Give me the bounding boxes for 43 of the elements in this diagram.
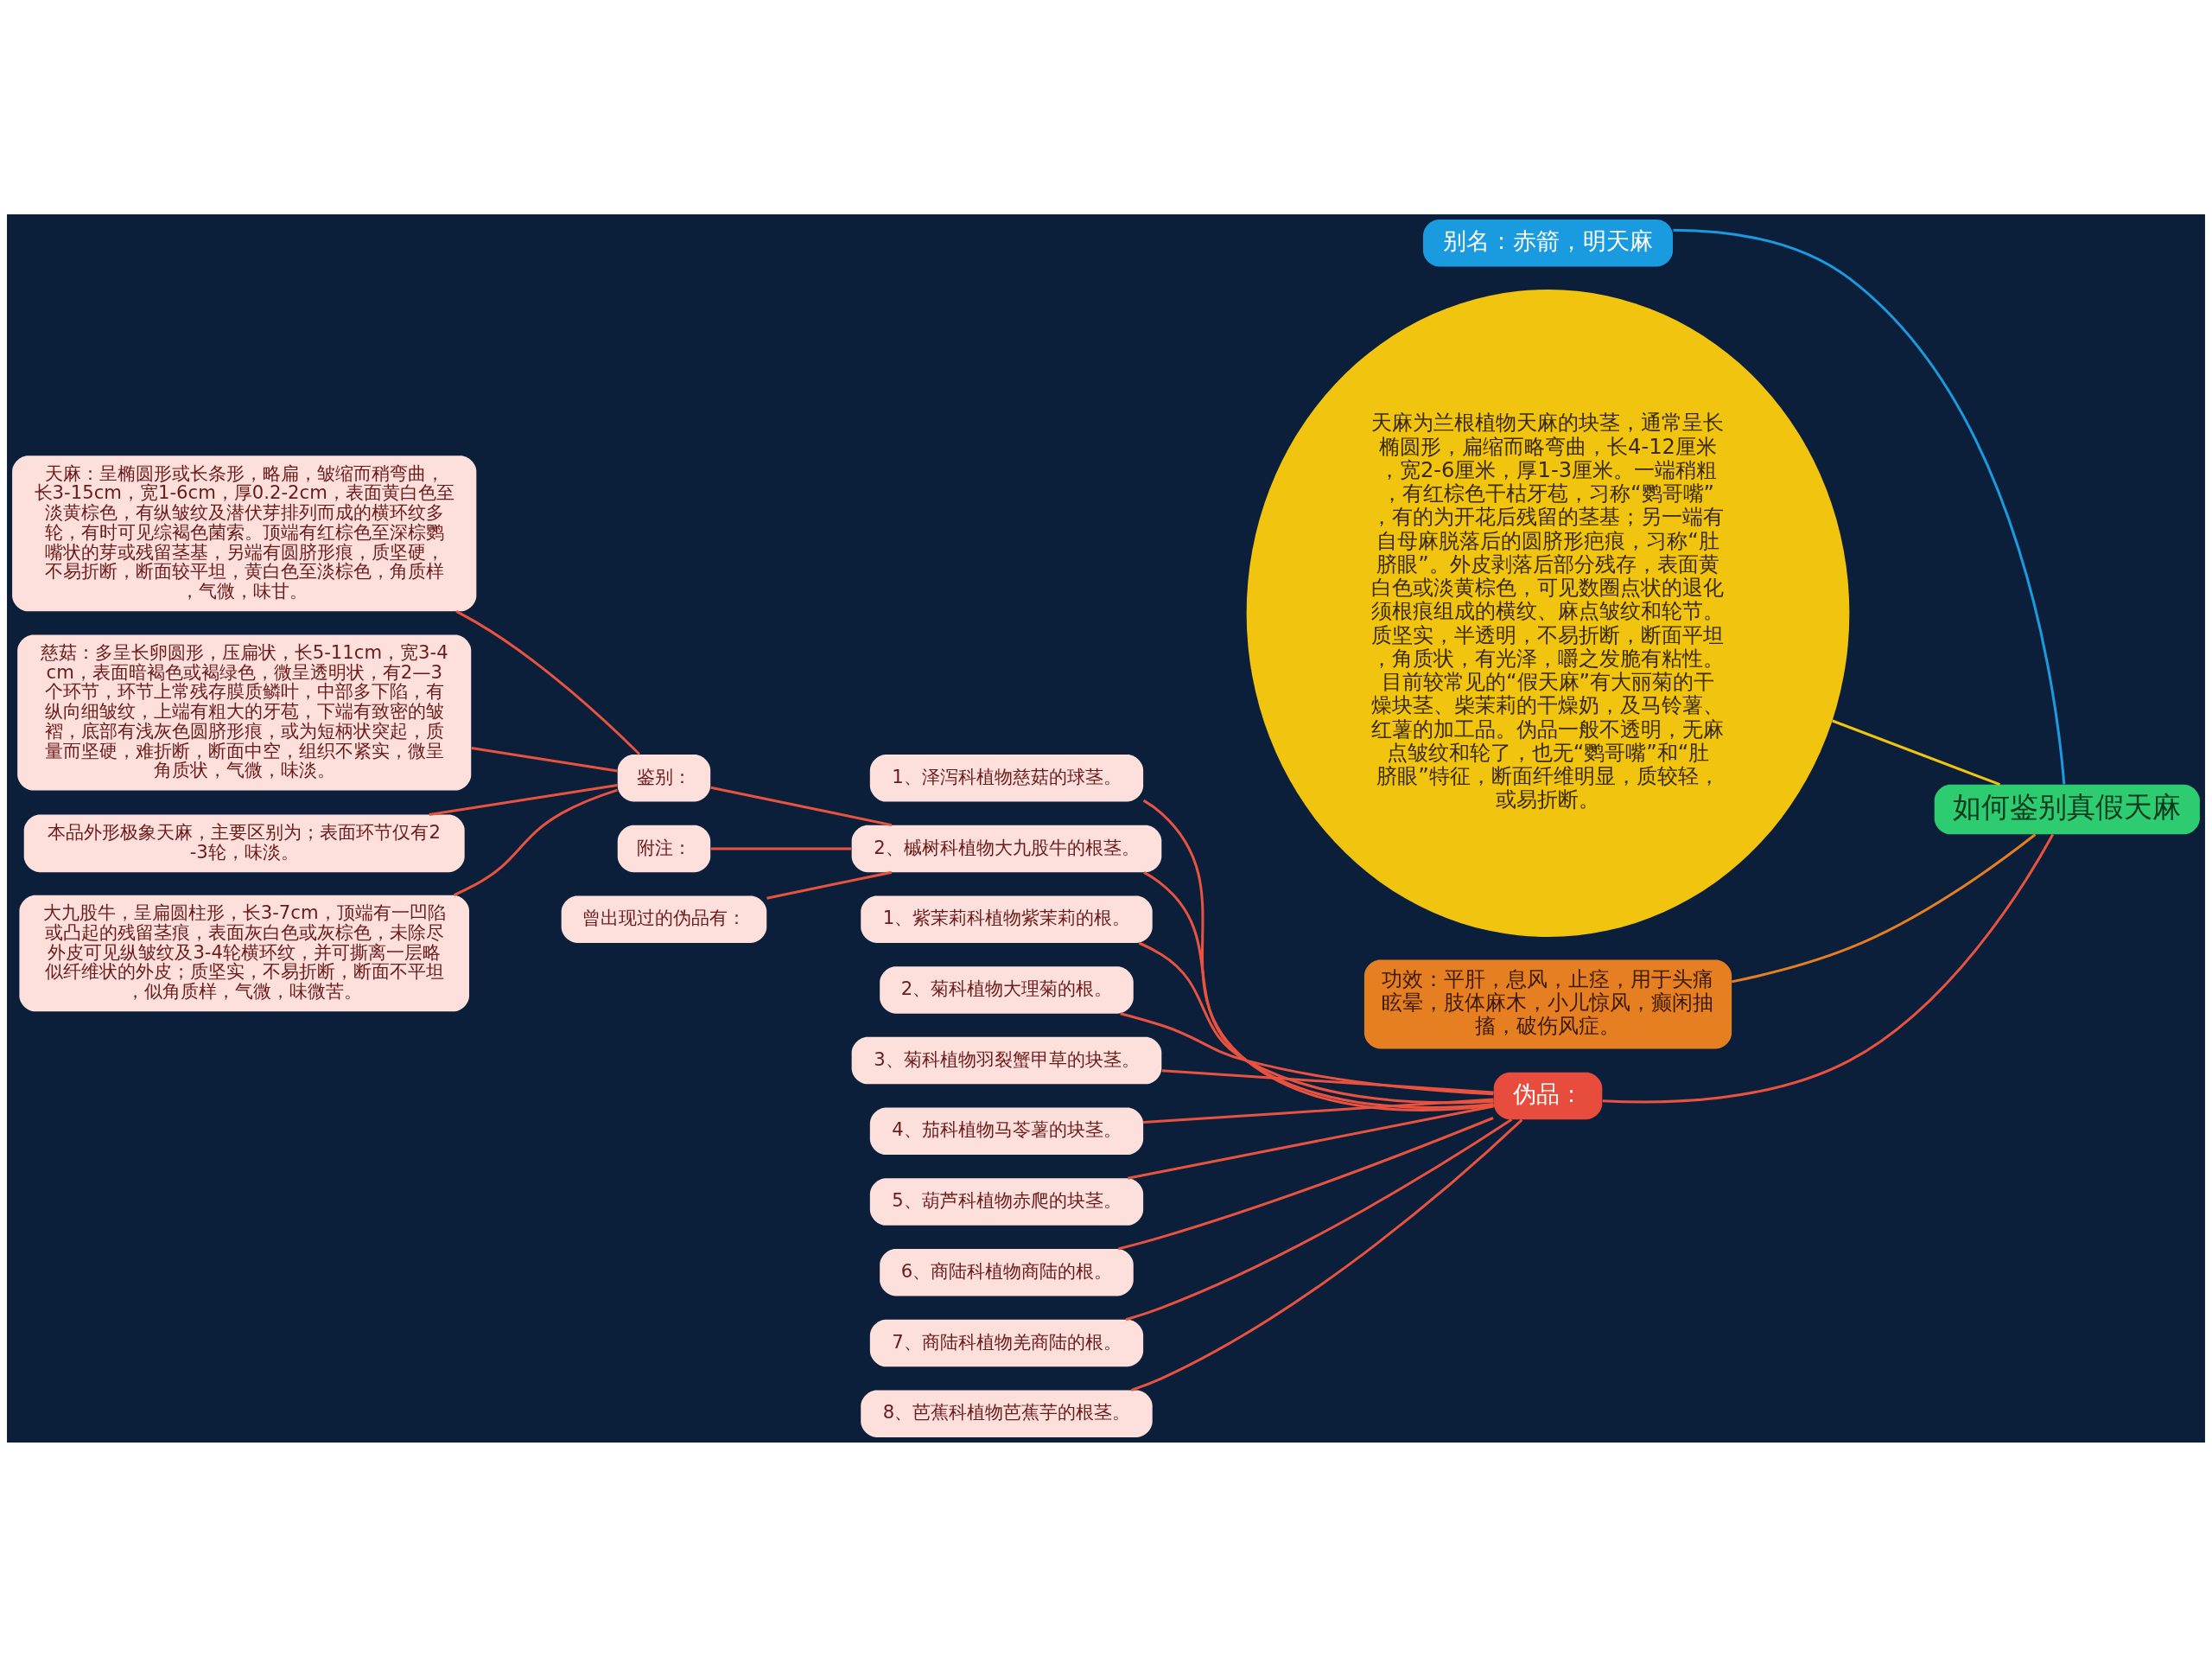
node-box: 2、槭树科植物大九股牛的根茎。	[851, 825, 1162, 872]
node-box: 4、茄科植物马苓薯的块茎。	[869, 1107, 1144, 1155]
connector	[1130, 1118, 1523, 1392]
node-box: 曾出现过的伪品有：	[561, 895, 767, 943]
node-box: 伪品：	[1493, 1072, 1603, 1119]
node-circle: 天麻为兰根植物天麻的块茎，通常呈长椭圆形，扁缩而略弯曲，长4-12厘米，宽2-6厘米，厚1-3厘米。一端稍粗，有红棕色干枯牙苞，习称“鹦哥嘴”，有的为开花后残留的茎基；另一端有自母麻脱落后的圆脐形疤痕，习称“肚脐眼”。外皮剥落后部分残存，表面黄白色或淡黄棕色，可见数圈点状的退化须根痕组成的横纹、麻点皱纹和轮节。质坚实，半透明，不易折断，断面平坦，角质状，有光泽，嚼之发脆有粘性。目前较常见的“假天麻”有大丽菊的干燥块茎、柴茉莉的干燥奶，及马铃薯、红薯的加工品。伪品一般不透明，无麻点皱纹和轮了，也无“鹦哥嘴”和“肚脐眼”特征，断面纤维明显，质较轻，或易折断。	[1246, 289, 1850, 937]
connector	[1161, 1068, 1494, 1093]
connector	[1143, 870, 1494, 1109]
node-box: 2、菊科植物大理菊的根。	[880, 965, 1134, 1014]
node-box: 本品外形极象天麻，主要区别为；表面环节仅有2-3轮，味淡。	[23, 814, 465, 872]
connector	[1602, 833, 2055, 1103]
connector	[710, 846, 852, 850]
node-box: 1、泽泻科植物慈菇的球茎。	[869, 754, 1144, 801]
node-box: 3、菊科植物羽裂蟹甲草的块茎。	[851, 1036, 1162, 1084]
node-box: 8、芭蕉科植物芭蕉芋的根茎。	[861, 1389, 1153, 1437]
node-box: 如何鉴别真假天麻	[1934, 784, 2200, 834]
connector	[471, 746, 618, 772]
node-box: 别名：赤箭，明天麻	[1423, 219, 1674, 267]
connector	[1117, 1116, 1494, 1250]
connector	[1125, 1118, 1513, 1321]
connector	[1673, 228, 2066, 784]
node-box: 功效：平肝，息风，止痉，用于头痛眩晕，肢体麻木，小儿惊风，癫闲抽搐，破伤风症。	[1363, 959, 1732, 1048]
node-box: 大九股牛，呈扁圆柱形，长3-7cm，顶端有一凹陷或凸起的残留茎痕，表面灰白色或灰棕色，未除尽外皮可见纵皱纹及3-4轮横环纹，并可撕离一层略似纤维状的外皮；质坚实，不易折断，断面不平坦，似角质样，气微，味微苦。	[19, 895, 469, 1011]
connector	[710, 786, 893, 826]
connector	[1138, 941, 1494, 1104]
connector	[453, 788, 618, 896]
node-box: 5、葫芦科植物赤爬的块茎。	[869, 1177, 1144, 1226]
node-box: 鉴别：	[617, 754, 711, 801]
connector	[1128, 1105, 1494, 1180]
connector	[429, 783, 618, 816]
connector	[1143, 1098, 1494, 1124]
node-box: 6、商陆科植物商陆的根。	[880, 1248, 1134, 1296]
connector	[455, 609, 640, 755]
node-box: 天麻：呈椭圆形或长条形，略扁，皱缩而稍弯曲，长3-15cm，宽1-6cm，厚0.2-2cm，表面黄白色至淡黄棕色，有纵皱纹及潜伏芽排列而成的横环纹多轮，有时可见综褐色菌索。顶端有红棕色至深棕鹦嘴状的芽或残留茎基，另端有圆脐形痕，质坚硬，不易折断，断面较平坦，黄白色至淡棕色，角质样，气微，味甘。	[12, 455, 477, 611]
node-box: 慈菇：多呈长卵圆形，压扁状，长5-11cm，宽3-4cm，表面暗褐色或褐绿色，微呈透明状，有2—3个环节，环节上常残存膜质鳞叶，中部多下陷，有纵向细皱纹，上端有粗大的牙苞，下端有致密的皱褶，底部有浅灰色圆脐形痕，或为短柄状突起，质量而坚硬，难折断，断面中空，组织不紧实，微呈角质状，气微，味淡。	[17, 634, 472, 791]
node-box: 附注：	[617, 825, 711, 872]
connector	[1120, 1011, 1494, 1095]
connector	[1832, 719, 2000, 786]
connector	[1731, 832, 2037, 983]
connector	[1142, 799, 1494, 1111]
connector	[766, 870, 893, 900]
node-box: 7、商陆科植物羌商陆的根。	[869, 1319, 1144, 1366]
node-box: 1、紫茉莉科植物紫茉莉的根。	[861, 895, 1153, 943]
